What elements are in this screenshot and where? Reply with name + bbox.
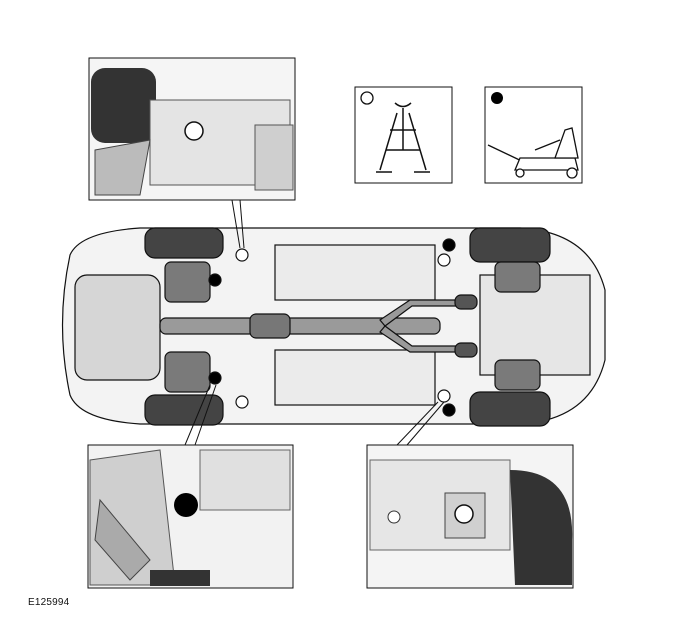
figure-reference-code: E125994 (28, 597, 70, 608)
trolley-jack-icon (487, 127, 579, 179)
rear-suspension (164, 261, 211, 393)
jack-point-marker (208, 371, 222, 385)
detail-inset-rear-left (88, 57, 296, 201)
rear-right-wheel (144, 394, 224, 426)
floor-panel-left (274, 244, 436, 301)
axle-stand-point-marker (437, 253, 451, 267)
vehicle-underside (61, 227, 606, 427)
trolley-jack-legend (484, 86, 583, 184)
rear-left-wheel (144, 227, 224, 259)
axle-stand-legend (354, 86, 453, 184)
callout-lines (184, 199, 445, 446)
jack-point-marker (208, 273, 222, 287)
exhaust-system (159, 294, 478, 358)
detail-inset-rear-right (87, 444, 294, 589)
axle-stand-point-marker (235, 395, 249, 409)
axle-stand-point-marker (437, 389, 451, 403)
lift-point-markers (208, 238, 456, 417)
jack-point-marker (442, 238, 456, 252)
jack-point-marker (442, 403, 456, 417)
front-suspension (494, 261, 541, 391)
detail-inset-front-right (366, 444, 574, 589)
axle-stand-point-marker (235, 248, 249, 262)
front-left-wheel (469, 227, 551, 263)
floor-panel-right (274, 349, 436, 406)
open-circle-icon (360, 91, 374, 105)
front-right-wheel (469, 391, 551, 427)
axle-stand-icon (376, 102, 430, 173)
spare-wheel-well (74, 274, 161, 381)
filled-circle-icon (491, 92, 503, 104)
